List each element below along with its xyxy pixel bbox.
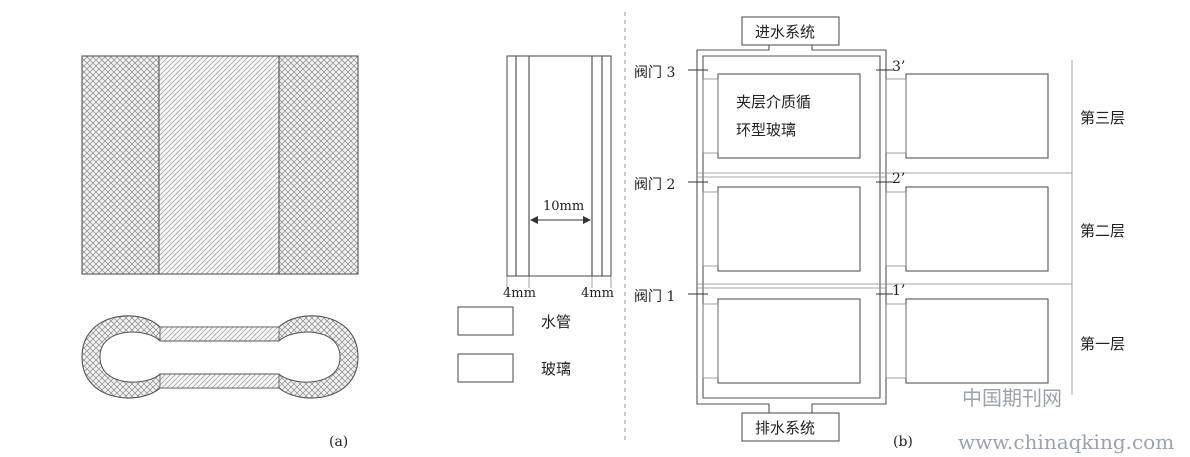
front-view <box>81 55 359 275</box>
glass-label-line1: 夹层介质循 <box>736 93 811 111</box>
glass-unit-2-left <box>717 186 861 272</box>
floor-3-label: 第三层 <box>1080 109 1125 127</box>
legend-label-water-pipe: 水管 <box>541 313 571 331</box>
inlet-label: 进水系统 <box>755 23 815 41</box>
dimension-left: 4mm <box>503 286 536 301</box>
inlet-box <box>741 16 840 46</box>
panel-b: 进水系统 排水系统 夹层介质循 环型玻璃 <box>634 16 1125 450</box>
valve-1-label: 阀门 1 <box>634 289 675 305</box>
valve-3-prime-label: 3’ <box>892 59 905 75</box>
glass-unit-2-right <box>905 186 1049 272</box>
glass-bottom-strip <box>159 373 280 389</box>
inner-cavity <box>99 331 341 383</box>
legend-swatch-water-pipe <box>457 306 514 336</box>
valve-markers <box>688 69 893 295</box>
glass-label-line2: 环型玻璃 <box>736 121 796 139</box>
water-pipe-left <box>82 56 159 274</box>
valve-1-prime-label: 1’ <box>892 283 905 299</box>
water-pipe-right <box>279 56 358 274</box>
floor-2-label: 第二层 <box>1080 222 1125 240</box>
floor-1-label: 第一层 <box>1080 335 1125 353</box>
panel-a: 10mm 4mm 4mm 水管 玻璃 (a) <box>81 55 614 450</box>
valve-2-label: 阀门 2 <box>634 177 675 193</box>
dimension-right: 4mm <box>581 286 614 301</box>
valve-3-label: 阀门 3 <box>634 65 675 81</box>
glass-middle <box>159 56 279 274</box>
legend-swatch-glass <box>457 353 514 383</box>
caption-a: (a) <box>329 434 348 450</box>
caption-b: (b) <box>893 434 913 450</box>
glass-unit-1-right <box>905 298 1049 384</box>
glass-top-strip <box>159 326 280 342</box>
left-glass-column <box>702 73 861 384</box>
glass-unit-1-left <box>717 298 861 384</box>
side-section: 10mm 4mm 4mm <box>503 55 614 301</box>
cross-section <box>81 315 359 399</box>
outlet-box <box>741 412 840 442</box>
legend: 水管 玻璃 <box>457 306 571 383</box>
outlet-label: 排水系统 <box>755 419 815 437</box>
valve-2-prime-label: 2’ <box>892 171 905 187</box>
glass-unit-3-right <box>905 73 1049 159</box>
watermark-line2: www.chinaqking.com <box>958 430 1174 454</box>
legend-label-glass: 玻璃 <box>541 360 571 378</box>
right-glass-column <box>885 73 1049 384</box>
dimension-gap: 10mm <box>543 199 584 214</box>
watermark-line1: 中国期刊网 <box>962 386 1062 410</box>
glass-unit-3-left <box>717 73 861 159</box>
